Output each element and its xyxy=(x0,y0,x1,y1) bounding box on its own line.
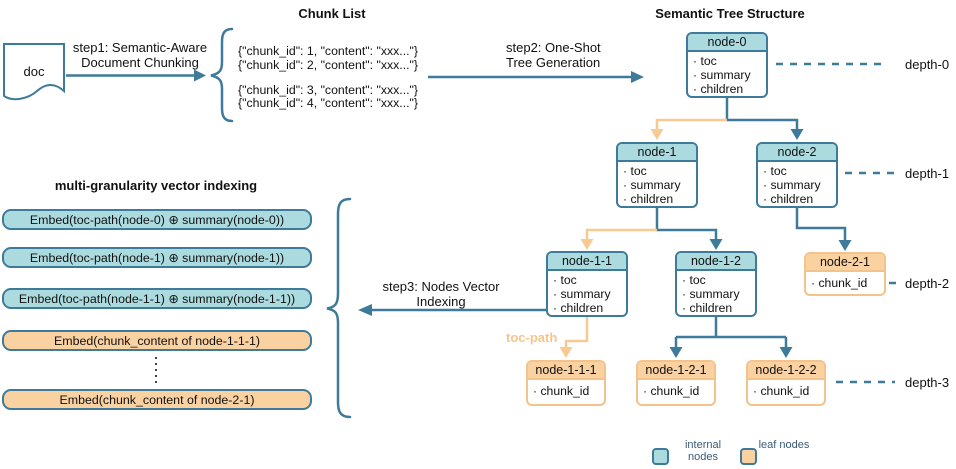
node-fields: · chunk_id xyxy=(753,384,810,398)
chunk-list-brace xyxy=(210,27,234,123)
legend-internal-swatch xyxy=(652,448,669,465)
legend-internal-label: internal nodes xyxy=(684,439,722,463)
edge-node0-node1 xyxy=(650,118,727,140)
embed-row-node-0: Embed(toc-path(node-0) ⊕ summary(node-0)… xyxy=(2,209,312,230)
edge-node1-node12 xyxy=(655,208,723,250)
step1-arrow xyxy=(66,69,206,82)
chunk-line: {"chunk_id": 1, "content": "xxx..."} xyxy=(238,44,418,58)
depth-label-3: depth-3 xyxy=(905,375,950,390)
chunk-line: {"chunk_id": 2, "content": "xxx..."} xyxy=(238,58,418,72)
node-title: node-2-1 xyxy=(806,254,884,272)
chunk-line: {"chunk_id": 4, "content": "xxx..."} xyxy=(238,96,418,110)
tree-node-2: node-2 · toc · summary · children xyxy=(756,142,838,208)
embed-row-node-1-1: Embed(toc-path(node-1-1) ⊕ summary(node-… xyxy=(2,288,312,309)
doc-icon xyxy=(3,43,65,101)
edge-node11-node111 xyxy=(559,317,589,358)
tree-node-0: node-0 · toc · summary · children xyxy=(686,32,768,98)
node-title: node-0 xyxy=(688,34,766,52)
edge-node1-node11 xyxy=(580,228,657,250)
depth-label-0: depth-0 xyxy=(905,57,950,72)
edge-node0-node2 xyxy=(725,98,804,140)
embed-row-node-1: Embed(toc-path(node-1) ⊕ summary(node-1)… xyxy=(2,247,312,268)
node-title: node-1 xyxy=(618,144,696,162)
node-title: node-1-1-1 xyxy=(528,362,604,380)
step3-label: step3: Nodes Vector Indexing xyxy=(382,279,500,309)
node-fields: · toc · summary · children xyxy=(682,273,740,315)
tree-node-1-2-1: node-1-2-1 · chunk_id xyxy=(636,360,716,406)
toc-path-label: toc-path xyxy=(506,330,558,345)
tree-node-2-1: node-2-1 · chunk_id xyxy=(804,252,886,296)
step3-arrow xyxy=(358,304,575,316)
step1-label: step1: Semantic-Aware Document Chunking xyxy=(72,40,208,70)
legend-leaf-swatch xyxy=(740,448,757,465)
node-title: node-2 xyxy=(758,144,836,162)
node-fields: · chunk_id xyxy=(533,384,590,398)
chunk-line: {"chunk_id": 3, "content": "xxx..."} xyxy=(238,83,418,97)
node-title: node-1-2-1 xyxy=(638,362,714,380)
step2-label: step2: One-Shot Tree Generation xyxy=(506,40,601,70)
tree-node-1-2: node-1-2 · toc · summary · children xyxy=(675,251,757,317)
node-fields: · toc · summary · children xyxy=(553,273,611,315)
node-fields: · chunk_id xyxy=(811,276,868,290)
embed-row-node-1-1-1: Embed(chunk_content of node-1-1-1) xyxy=(2,330,312,351)
tree-node-1-1: node-1-1 · toc · summary · children xyxy=(546,251,628,317)
depth-label-1: depth-1 xyxy=(905,166,950,181)
node-title: node-1-2-2 xyxy=(748,362,824,380)
tree-node-1: node-1 · toc · summary · children xyxy=(616,142,698,208)
node-title: node-1-1 xyxy=(548,253,626,271)
step2-arrow xyxy=(428,71,644,83)
chunk-list-title: Chunk List xyxy=(298,6,366,21)
tree-node-1-2-2: node-1-2-2 · chunk_id xyxy=(746,360,826,406)
vector-indexing-title: multi-granularity vector indexing xyxy=(54,178,258,193)
tree-node-1-1-1: node-1-1-1 · chunk_id xyxy=(526,360,606,406)
doc-label: doc xyxy=(23,64,45,79)
depth-guides xyxy=(776,62,903,384)
node-title: node-1-2 xyxy=(677,253,755,271)
node-fields: · toc · summary · children xyxy=(623,164,681,206)
legend-leaf-label: leaf nodes xyxy=(758,439,810,451)
node-fields: · chunk_id xyxy=(643,384,700,398)
node-fields: · toc · summary · children xyxy=(763,164,821,206)
semantic-tree-title: Semantic Tree Structure xyxy=(655,6,805,21)
embed-group-brace xyxy=(326,197,352,419)
edge-node12-children xyxy=(669,317,793,358)
edge-node2-node21 xyxy=(795,208,852,251)
embed-row-node-2-1: Embed(chunk_content of node-2-1) xyxy=(2,389,312,410)
node-fields: · toc · summary · children xyxy=(693,54,751,96)
depth-label-2: depth-2 xyxy=(905,276,950,291)
